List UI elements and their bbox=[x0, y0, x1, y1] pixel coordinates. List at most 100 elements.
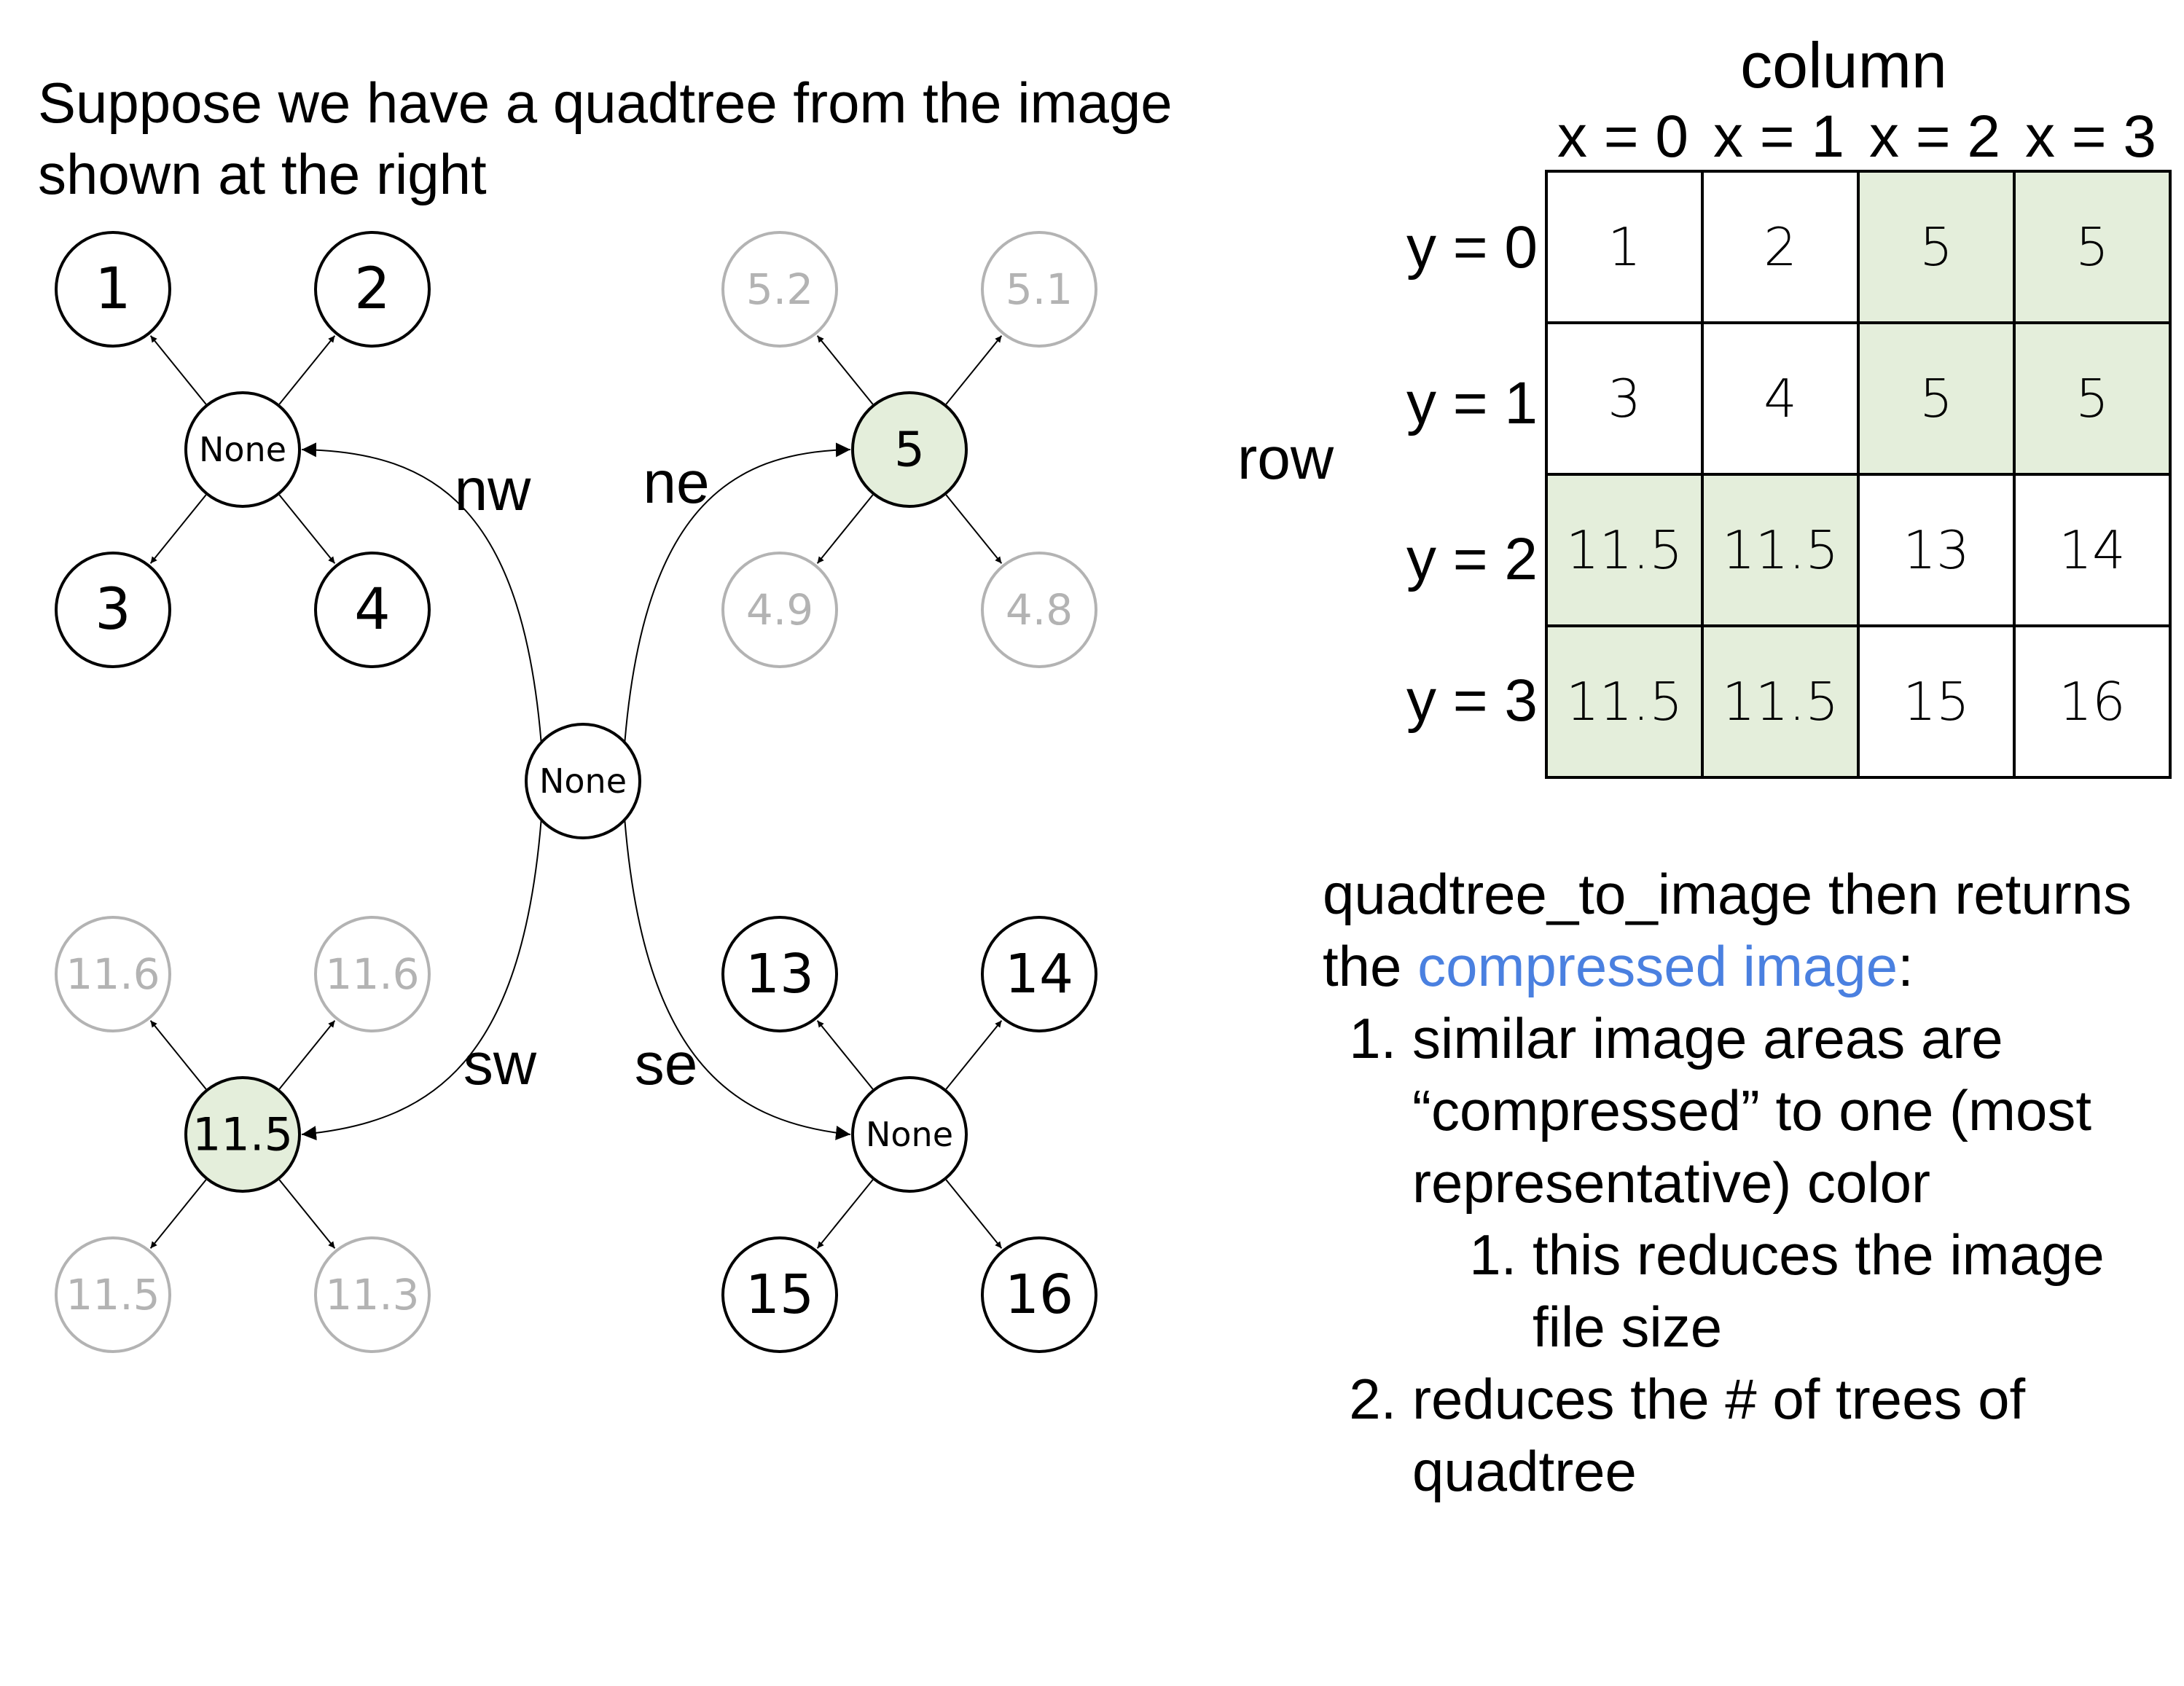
column-label-x1: x = 1 bbox=[1713, 103, 1845, 170]
column-axis-title: column bbox=[1740, 29, 1947, 101]
grid-cell: 1 bbox=[1545, 170, 1704, 324]
explanation-list: similar image areas are “compressed” to … bbox=[1323, 1003, 2161, 1507]
branch-label-se: se bbox=[635, 1031, 698, 1097]
child-edge bbox=[278, 494, 336, 564]
child-node-ne-2: 5.1 bbox=[981, 231, 1097, 348]
grid-cell: 13 bbox=[1857, 473, 2016, 627]
child-edge bbox=[816, 335, 874, 405]
node-label: 5 bbox=[894, 422, 925, 478]
node-label: 4.8 bbox=[1006, 585, 1073, 635]
child-edge bbox=[945, 335, 1003, 405]
child-edge bbox=[945, 1020, 1003, 1090]
child-node-sw-3: 11.5 bbox=[55, 1236, 171, 1353]
row-label-y1: y = 1 bbox=[1406, 370, 1538, 436]
node-label: 13 bbox=[745, 943, 814, 1005]
grid-cell: 5 bbox=[2013, 321, 2172, 476]
child-edge bbox=[278, 1020, 336, 1090]
child-node-sw-2: 11.6 bbox=[314, 916, 431, 1032]
branch-edge-se bbox=[623, 807, 851, 1140]
grid-cell: 5 bbox=[2013, 170, 2172, 324]
branch-edge-sw bbox=[301, 807, 543, 1141]
node-label: 4.9 bbox=[746, 585, 813, 635]
explanation-sublist: this reduces the image file size bbox=[1412, 1219, 2161, 1363]
grid-row: 11.5 11.5 15 16 bbox=[1545, 624, 2172, 779]
explanation-point-1: similar image areas are “compressed” to … bbox=[1412, 1003, 2161, 1363]
grid-cell: 11.5 bbox=[1545, 624, 1704, 779]
quadrant-node-nw: None bbox=[184, 391, 301, 508]
child-node-se-3: 15 bbox=[721, 1236, 838, 1353]
root-node: None bbox=[525, 723, 641, 839]
pixel-grid: 1 2 5 5 3 4 5 5 11.5 11.5 13 14 11.5 11.… bbox=[1545, 170, 2172, 779]
explanation-point-1-1: this reduces the image file size bbox=[1533, 1219, 2161, 1363]
node-label: None bbox=[199, 430, 286, 469]
column-label-x2: x = 2 bbox=[1868, 103, 2001, 170]
child-node-nw-1: 1 bbox=[55, 231, 171, 348]
child-node-nw-4: 4 bbox=[314, 552, 431, 668]
quadrant-node-ne: 5 bbox=[851, 391, 968, 508]
node-label: 3 bbox=[95, 577, 131, 643]
grid-cell: 5 bbox=[1857, 321, 2016, 476]
node-label: None bbox=[866, 1115, 953, 1154]
child-edge bbox=[149, 335, 207, 405]
node-label: 5.2 bbox=[746, 264, 813, 314]
child-edge bbox=[149, 494, 207, 564]
child-edge bbox=[149, 1179, 207, 1249]
grid-cell: 14 bbox=[2013, 473, 2172, 627]
node-label: 11.6 bbox=[66, 949, 160, 999]
child-node-se-4: 16 bbox=[981, 1236, 1097, 1353]
grid-cell: 4 bbox=[1701, 321, 1860, 476]
node-label: 2 bbox=[354, 256, 391, 322]
grid-row: 1 2 5 5 bbox=[1545, 170, 2172, 324]
child-node-se-1: 13 bbox=[721, 916, 838, 1032]
grid-cell: 11.5 bbox=[1701, 624, 1860, 779]
child-edge bbox=[816, 494, 874, 564]
node-label: 11.5 bbox=[192, 1108, 293, 1161]
row-label-y3: y = 3 bbox=[1406, 667, 1538, 734]
node-label: 4 bbox=[354, 577, 391, 643]
branch-label-sw: sw bbox=[463, 1031, 537, 1097]
node-label: 5.1 bbox=[1006, 264, 1073, 314]
child-node-ne-1: 5.2 bbox=[721, 231, 838, 348]
child-edge bbox=[945, 494, 1003, 564]
grid-cell: 5 bbox=[1857, 170, 2016, 324]
child-edge bbox=[278, 335, 336, 405]
child-edge bbox=[278, 1179, 336, 1249]
child-edge bbox=[816, 1020, 874, 1090]
row-label-y0: y = 0 bbox=[1406, 214, 1538, 281]
explanation-text: quadtree_to_image then returns the compr… bbox=[1323, 858, 2161, 1507]
image-grid-area: column x = 0 x = 1 x = 2 x = 3 row y = 0… bbox=[0, 0, 2184, 801]
node-label: 11.3 bbox=[325, 1270, 419, 1320]
point-1-1-text: this reduces the image file size bbox=[1533, 1223, 2105, 1359]
node-label: 11.6 bbox=[325, 949, 419, 999]
quadrant-node-sw: 11.5 bbox=[184, 1076, 301, 1193]
child-node-ne-4: 4.8 bbox=[981, 552, 1097, 668]
child-node-se-2: 14 bbox=[981, 916, 1097, 1032]
grid-cell: 16 bbox=[2013, 624, 2172, 779]
grid-cell: 15 bbox=[1857, 624, 2016, 779]
node-label: 15 bbox=[745, 1263, 814, 1326]
column-label-x3: x = 3 bbox=[2024, 103, 2157, 170]
lead-colon: : bbox=[1898, 934, 1914, 998]
child-edge bbox=[816, 1179, 874, 1249]
child-node-ne-3: 4.9 bbox=[721, 552, 838, 668]
branch-label-ne: ne bbox=[643, 450, 709, 516]
child-node-nw-2: 2 bbox=[314, 231, 431, 348]
intro-text: Suppose we have a quadtree from the imag… bbox=[38, 71, 1173, 206]
branch-edge-nw bbox=[301, 442, 543, 756]
row-axis-title: row bbox=[1237, 426, 1334, 492]
child-node-sw-4: 11.3 bbox=[314, 1236, 431, 1353]
explanation-lead: quadtree_to_image then returns the compr… bbox=[1323, 858, 2161, 1003]
node-label: 16 bbox=[1005, 1263, 1073, 1326]
column-label-x0: x = 0 bbox=[1557, 103, 1689, 170]
point-1-text: similar image areas are “compressed” to … bbox=[1412, 1006, 2092, 1215]
lead-text: quadtree_to_image then returns the bbox=[1323, 862, 2132, 998]
row-label-y2: y = 2 bbox=[1406, 526, 1538, 592]
grid-row: 3 4 5 5 bbox=[1545, 321, 2172, 476]
node-label: 11.5 bbox=[66, 1270, 160, 1320]
child-edge bbox=[149, 1020, 207, 1090]
compressed-image-highlight: compressed image bbox=[1417, 934, 1898, 998]
grid-row: 11.5 11.5 13 14 bbox=[1545, 473, 2172, 627]
point-2-text: reduces the # of trees of quadtree bbox=[1412, 1367, 2026, 1503]
grid-cell: 2 bbox=[1701, 170, 1860, 324]
